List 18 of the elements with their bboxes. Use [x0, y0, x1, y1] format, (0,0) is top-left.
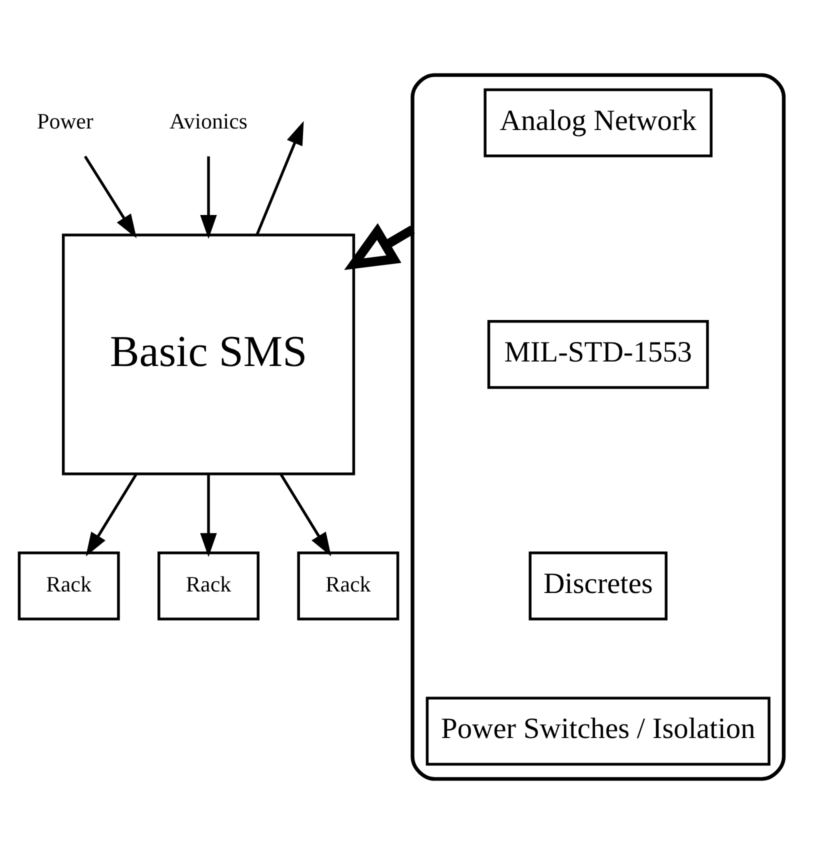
node-text: Avionics [170, 108, 248, 134]
arrow [256, 120, 304, 235]
cluster [410, 72, 786, 780]
node-box: Rack [18, 551, 120, 620]
arrow [84, 155, 137, 238]
node-box: Power Switches / Isolation [426, 696, 770, 766]
node-box: Basic SMS [62, 233, 356, 475]
arrow [86, 472, 138, 556]
node-box: MIL-STD-1553 [487, 319, 709, 388]
node-box: Discretes [528, 551, 668, 620]
arrow [344, 222, 415, 270]
node-box: Rack [158, 551, 260, 620]
node-text: Power [36, 108, 94, 134]
arrow [200, 474, 217, 557]
node-box: Rack [297, 551, 400, 620]
arrow [200, 156, 217, 238]
node-box: Analog Network [484, 88, 713, 157]
arrow [280, 472, 332, 556]
